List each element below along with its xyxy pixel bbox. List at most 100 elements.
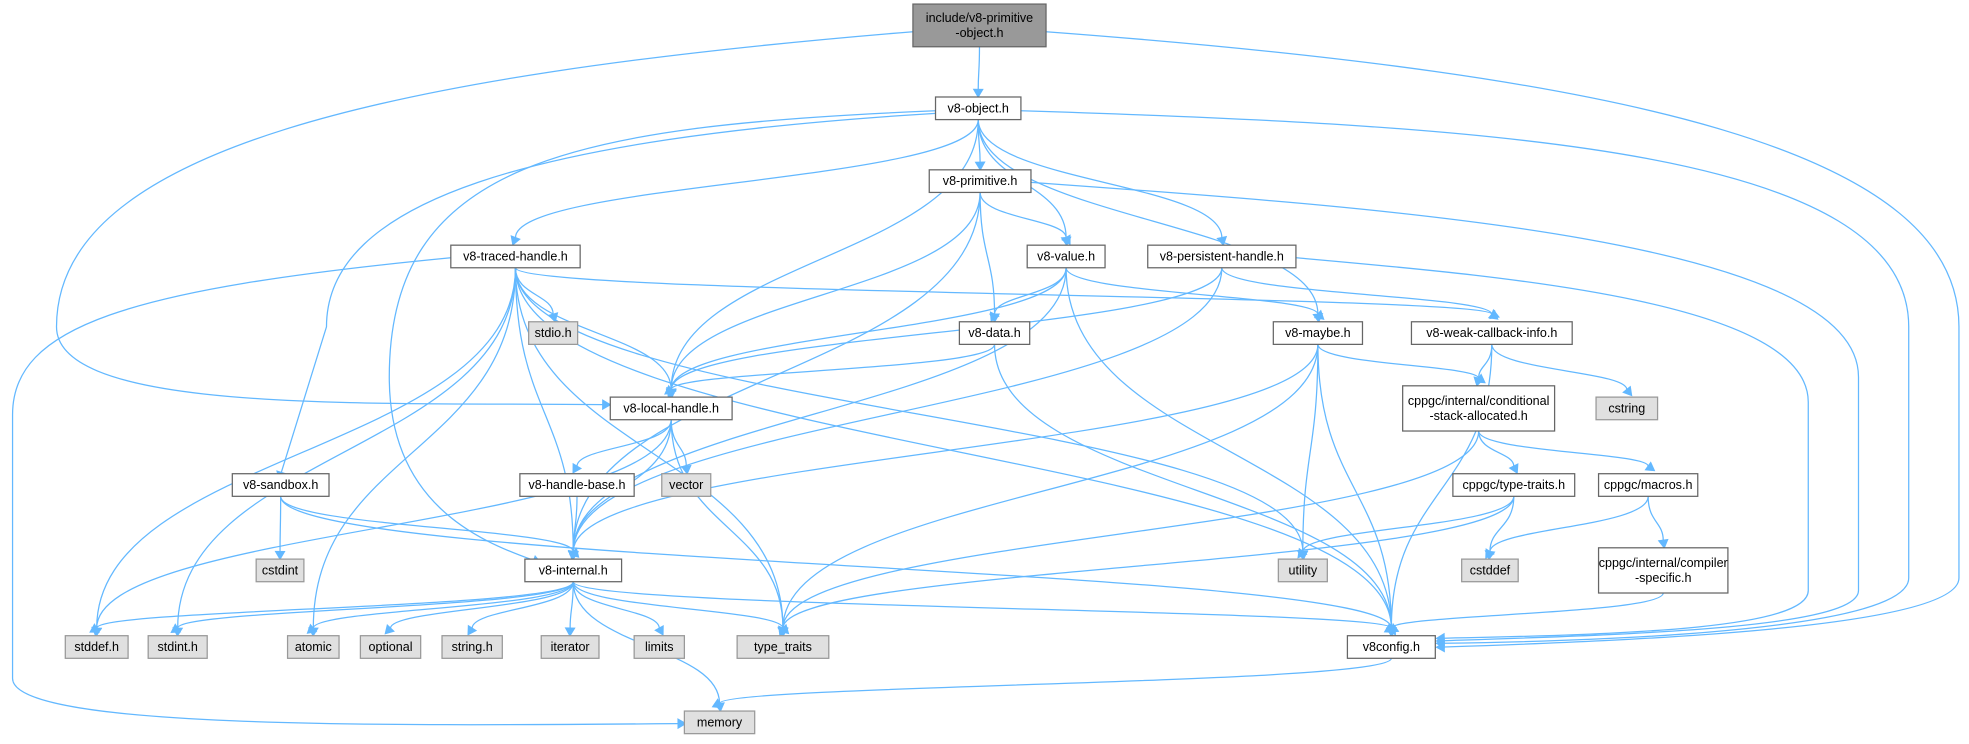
dependency-edge (11, 257, 679, 726)
node-weak[interactable]: v8-weak-callback-info.h (1410, 321, 1573, 346)
node-cstdint: cstdint (255, 558, 305, 583)
node-local[interactable]: v8-local-handle.h (609, 396, 733, 421)
dependency-edge (389, 581, 574, 629)
dependency-edge (670, 419, 784, 629)
node-box (1410, 321, 1573, 346)
arrowhead-icon (306, 623, 318, 634)
node-sandbox[interactable]: v8-sandbox.h (231, 473, 330, 497)
dependency-edge (979, 192, 996, 315)
dependency-edge (1302, 344, 1319, 552)
node-cond[interactable]: cppgc/internal/conditional-stack-allocat… (1402, 385, 1556, 432)
node-box (1595, 396, 1659, 421)
dependency-edge (1390, 592, 1664, 629)
node-internal[interactable]: v8-internal.h (524, 558, 623, 583)
arrowhead-icon (1473, 376, 1485, 387)
node-stddef: stddef.h (64, 635, 129, 659)
dependency-edge (1065, 267, 1392, 629)
dependency-edge (718, 657, 1392, 705)
node-maybe[interactable]: v8-maybe.h (1272, 321, 1364, 346)
node-label: v8-internal.h (539, 563, 608, 577)
node-v8config[interactable]: v8config.h (1346, 635, 1436, 659)
node-label: cstddef (1470, 563, 1511, 577)
node-box (1402, 385, 1556, 432)
node-box (934, 96, 1022, 121)
arrowhead-icon (572, 462, 583, 474)
dependency-edge (979, 192, 1067, 238)
node-box (1277, 558, 1328, 583)
dependency-edge (388, 110, 936, 561)
node-label: v8-primitive.h (943, 174, 1018, 188)
node-box (633, 635, 686, 659)
dependency-edge (1478, 430, 1515, 467)
arrowhead-icon (711, 698, 723, 709)
node-label: v8-handle-base.h (529, 478, 626, 492)
node-label: cppgc/internal/compiler (1599, 556, 1728, 570)
node-box (441, 635, 503, 659)
dependency-edge (514, 267, 574, 552)
node-macros[interactable]: cppgc/macros.h (1597, 473, 1699, 497)
dependency-edge (572, 496, 578, 552)
node-label: include/v8-primitive (926, 11, 1033, 25)
dependency-edge (279, 496, 282, 552)
arrowhead-icon (467, 624, 478, 636)
dependency-edge (670, 192, 981, 390)
node-primitive[interactable]: v8-primitive.h (928, 169, 1032, 194)
node-root[interactable]: include/v8-primitive-object.h (912, 3, 1047, 48)
node-cstddef: cstddef (1461, 558, 1519, 583)
node-label: cppgc/macros.h (1604, 478, 1693, 492)
node-handlebase[interactable]: v8-handle-base.h (519, 473, 635, 497)
node-box (255, 558, 305, 583)
node-label: v8-weak-callback-info.h (1426, 326, 1557, 340)
dependency-edge (514, 267, 1493, 315)
dependency-edge (572, 267, 1067, 552)
arrowhead-icon (1508, 463, 1519, 475)
node-label: vector (669, 478, 703, 492)
node-box (1272, 321, 1364, 346)
node-persistent[interactable]: v8-persistent-handle.h (1147, 244, 1297, 269)
dependency-edge (572, 192, 981, 552)
dependency-edge (280, 112, 936, 473)
arrowhead-icon (680, 464, 692, 475)
node-label: stdint.h (157, 640, 197, 654)
node-label: v8-traced-handle.h (463, 249, 568, 263)
node-box (912, 3, 1047, 48)
node-label: v8config.h (1363, 640, 1420, 654)
node-label: stddef.h (74, 640, 119, 654)
dependency-edge (977, 46, 981, 90)
node-box (540, 635, 600, 659)
dependency-edge (1020, 110, 1910, 644)
dependency-edge (55, 31, 913, 406)
arrowhead-icon (1061, 234, 1071, 246)
arrowhead-icon (1313, 309, 1325, 320)
node-box (359, 635, 422, 659)
dependency-edge (1302, 496, 1515, 552)
dependency-edge (177, 581, 574, 629)
node-box (609, 396, 733, 421)
dependency-edge (1647, 496, 1664, 541)
arrowhead-icon (664, 384, 675, 395)
node-label: v8-object.h (948, 101, 1009, 115)
arrowhead-icon (1487, 309, 1499, 320)
node-cppgctt[interactable]: cppgc/type-traits.h (1452, 473, 1576, 497)
node-object[interactable]: v8-object.h (934, 96, 1022, 121)
dependency-edge (1030, 181, 1860, 642)
node-utility: utility (1277, 558, 1328, 583)
node-value[interactable]: v8-value.h (1026, 244, 1106, 269)
arrowhead-icon (677, 718, 687, 730)
node-compiler[interactable]: cppgc/internal/compiler-specific.h (1597, 547, 1729, 594)
node-vector: vector (661, 473, 712, 497)
dependency-edge (1221, 267, 1493, 315)
node-label: -stack-allocated.h (1429, 409, 1527, 423)
arrowhead-icon (1388, 622, 1400, 633)
dependency-edge (572, 581, 660, 629)
node-data[interactable]: v8-data.h (958, 321, 1031, 346)
node-label: atomic (295, 640, 332, 654)
node-string: string.h (441, 635, 503, 659)
arrowhead-icon (1644, 461, 1656, 472)
arrowhead-icon (974, 161, 986, 172)
node-box (64, 635, 129, 659)
node-box (1026, 244, 1106, 269)
node-label: stdio.h (535, 326, 572, 340)
node-traced[interactable]: v8-traced-handle.h (450, 244, 581, 269)
